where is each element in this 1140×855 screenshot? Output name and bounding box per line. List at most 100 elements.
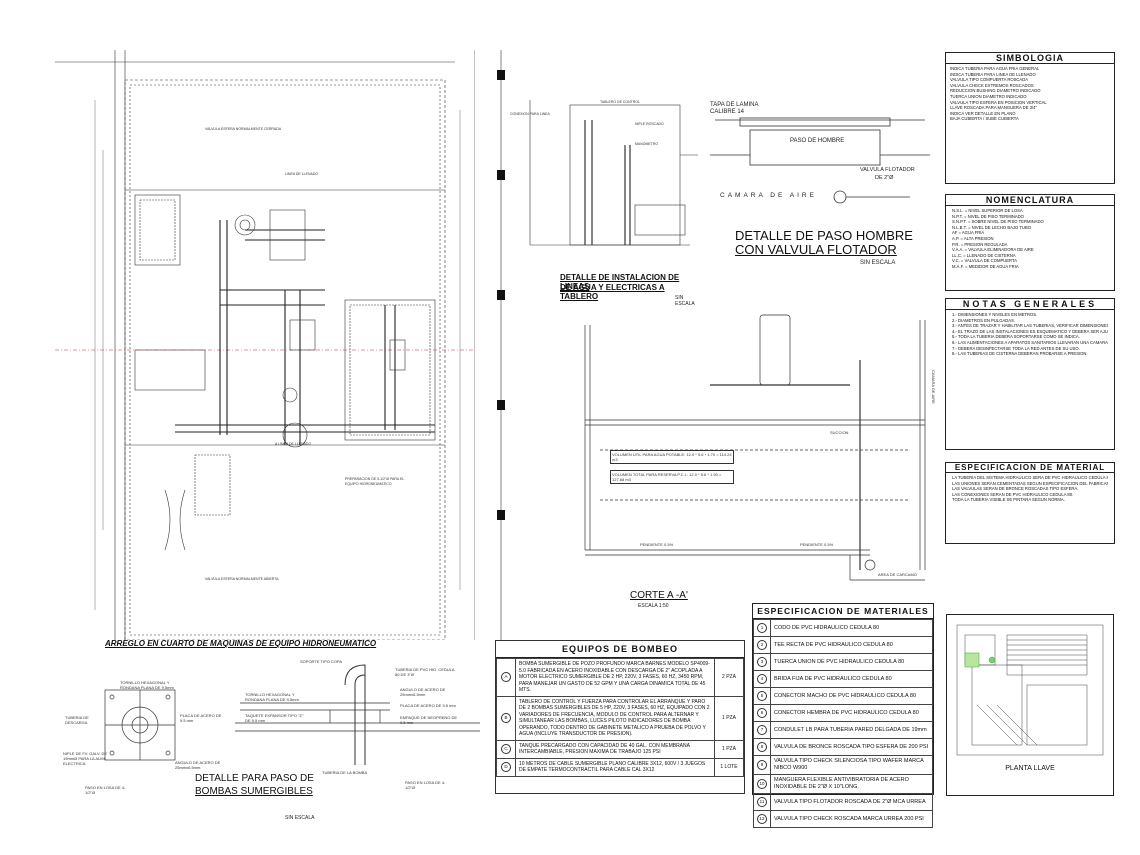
nota-item: 5.- TODA LA TUBERIA DEBERA SOPORTARSE CO… — [952, 334, 1080, 340]
nomenclatura-item: N.P.T. = NIVEL DE PISO TERMINADO — [952, 213, 1024, 219]
bombas-angulo-2: ANGULO DE ACERO DE 25mmx6.5mm — [400, 687, 446, 697]
material-description: CONECTOR MACHO DE PVC HIDRAULICO CEDULA … — [770, 687, 933, 705]
espec-material-panel: ESPECIFICACION DE MATERIAL LA TUBERIA DE… — [945, 462, 1115, 544]
bombas-tornillo: TORNILLO HEXAGONAL Y RONDANA PLANA DE 9.… — [120, 680, 174, 690]
simbologia-panel: SIMBOLOGIA INDICA TUBERIA PARA AGUA FRIA… — [945, 52, 1115, 184]
nomenclatura-item: AF = AGUA FRIA — [952, 230, 985, 236]
espec-material-item: LA TUBERIA DEL SISTEMA HIDRAULICO SERA D… — [952, 475, 1108, 480]
bombas-paso-losa: PASO EN LOSA DE 4-1/2"Ø — [85, 785, 126, 795]
nomenclatura-item: P.R. = PRESION REGULADA — [952, 241, 1008, 247]
bombas-placa-2: PLACA DE ACERO DE 9.5 mm — [400, 703, 456, 708]
nota-item: 1.- DIMENSIONES Y NIVELES EN METROS. — [952, 312, 1038, 317]
svg-text:A LINEA DE LLENADO: A LINEA DE LLENADO — [275, 442, 311, 446]
bombas-taquete: TAQUETE EXPANSOR TIPO "Z" DE 9.5 mm — [245, 713, 304, 723]
espec-material-item: LAS CONEXIONES SERAN DE PVC HIDRAULICO C… — [952, 491, 1074, 497]
paso-valvula: VALVULA FLOTADOR — [860, 167, 915, 173]
material-description: TEE RECTA DE PVC HIDRAULICO CEDULA 80 — [770, 636, 933, 654]
bombas-title-2: BOMBAS SUMERGIBLES — [195, 786, 313, 797]
bombas-tuberia-pvc: TUBERIA DE PVC HID. CEDULA 80 DE 3"Ø — [395, 667, 455, 677]
material-description: MANGUERA FLEXIBLE ANTIVIBRATORIA DE ACER… — [770, 774, 933, 794]
simbologia-item: VALVULA TIPO ESFERA EN POSICION VERTICAL — [950, 99, 1047, 105]
equipo-description: BOMBA SUMERGIBLE DE POZO PROFUNDO MARCA … — [515, 658, 715, 697]
svg-text:LINEA DE LLENADO: LINEA DE LLENADO — [285, 172, 318, 176]
notas-list: 1.- DIMENSIONES Y NIVELES EN METROS.2.- … — [946, 310, 1114, 359]
install-title-2: DE AGUA Y ELECTRICAS A TABLERO — [560, 283, 665, 301]
paso-camara: CAMARA DE AIRE — [720, 192, 817, 199]
svg-text:MANOMETRO: MANOMETRO — [635, 142, 658, 146]
corte-scale: ESCALA 1:50 — [638, 603, 669, 609]
bombas-detail: SOPORTE TIPO COPA TORNILLO HEXAGONAL Y R… — [60, 655, 490, 825]
svg-text:VALVULA ESFERA NORMALMENTE ABI: VALVULA ESFERA NORMALMENTE ABIERTA — [205, 577, 279, 581]
material-number: 9 — [757, 760, 767, 770]
nomenclatura-item: N.S.L. = NIVEL SUPERIOR DE LOSA — [952, 208, 1023, 213]
material-description: BRIDA FIJA DE PVC HIDRAULICO CEDULA 80 — [770, 670, 933, 688]
notas-title: NOTAS GENERALES — [946, 299, 1114, 310]
corte-volumen-total: VOLUMEN TOTAL PARA RESERVA P.C.I.: 12.0 … — [610, 470, 734, 484]
material-number: 1 — [757, 623, 767, 633]
bombas-paso-losa-2: PASO EN LOSA DE 4-1/2"Ø — [405, 780, 446, 790]
nota-item: 8.- LAS TUBERIAS DE CISTERNA DEBERAN PRO… — [952, 351, 1088, 357]
installation-drawing: CONEXION PARA LINEA TABLERO DE CONTROL N… — [510, 100, 698, 246]
svg-text:PREPARACION DE 3-1/2"Ø PARA EL: PREPARACION DE 3-1/2"Ø PARA EL — [345, 477, 404, 481]
material-number: 4 — [757, 674, 767, 684]
bombas-tornillo-2: TORNILLO HEXAGONAL Y RONDANA PLANA DE 9.… — [245, 692, 299, 702]
svg-text:VALVULA ESFERA NORMALMENTE CER: VALVULA ESFERA NORMALMENTE CERRADA — [205, 127, 282, 131]
material-description: VALVULA TIPO CHECK ROSCADA MARCA URREA 2… — [770, 810, 933, 828]
material-description: VALVULA DE BRONCE ROSCADA TIPO ESFERA DE… — [770, 738, 933, 756]
bombas-drawing: SOPORTE TIPO COPA — [104, 659, 480, 765]
nomenclatura-item: S.N.P.T. = SOBRE NIVEL DE PISO TERMINADO — [952, 219, 1044, 225]
simbologia-item: TUERCA UNION DIAMETRO INDICADO — [950, 93, 1027, 99]
material-number: 6 — [757, 708, 767, 718]
bombas-tuberia-desc: TUBERIA DE DESCARGA — [65, 715, 89, 725]
espec-material-item: TODA LA TUBERIA VISIBLE SE PINTARA SEGUN… — [952, 497, 1065, 503]
simbologia-title: SIMBOLOGIA — [946, 53, 1114, 64]
corte-succion: SUCCION — [830, 430, 849, 435]
material-number: 3 — [757, 657, 767, 667]
nota-item: 6.- LAS ALIMENTACIONES A APARATOS SANITA… — [952, 339, 1108, 345]
material-number: 10 — [757, 779, 767, 789]
material-number: 8 — [757, 742, 767, 752]
simbologia-item: VALVULA CHECK EXTREMOS ROSCADOS — [950, 82, 1034, 88]
material-description: TUERCA UNION DE PVC HIDRAULICO CEDULA 80 — [770, 653, 933, 671]
machine-room-drawing: VALVULA ESFERA NORMALMENTE CERRADA LINEA… — [55, 50, 476, 641]
svg-text:TABLERO DE CONTROL: TABLERO DE CONTROL — [600, 100, 640, 104]
paso-hombre-detail: TAPA DE LAMINA CALIBRE 14 PASO DE HOMBRE… — [710, 100, 935, 270]
paso-title-2: CON VALVULA FLOTADOR — [735, 242, 897, 257]
install-scale: SIN ESCALA — [675, 295, 695, 307]
espec-materiales-title: ESPECIFICACION DE MATERIALES — [753, 604, 933, 619]
nota-item: 3.- ANTES DE TRAZAR Y HABILITAR LAS TUBE… — [952, 323, 1108, 329]
paso-tapa: TAPA DE LAMINA — [710, 102, 759, 108]
corte-section: VOLUMEN UTIL PARA AGUA POTABLE: 12.0 * 5… — [510, 310, 940, 610]
svg-text:CONEXION PARA LINEA: CONEXION PARA LINEA — [510, 112, 550, 116]
material-number: 5 — [757, 691, 767, 701]
material-number: 12 — [757, 814, 767, 824]
simbologia-item: REDUCCION BUSHING DIAMETRO INDICADO — [950, 88, 1041, 94]
nomenclatura-item: M.A.F. = MEDIDOR DE AGUA FRIA — [952, 263, 1019, 269]
simbologia-item: BAJA CUBIERTA / SUBE CUBIERTA — [950, 116, 1019, 122]
svg-text:SOPORTE TIPO COPA: SOPORTE TIPO COPA — [300, 659, 342, 664]
machine-room-plan: VALVULA ESFERA NORMALMENTE CERRADA LINEA… — [55, 50, 476, 648]
corte-camara: CAMARA DE AIRE — [931, 370, 936, 404]
svg-text:NIPLE ROSCADO: NIPLE ROSCADO — [635, 122, 664, 126]
corte-carcamo: AREA DE CARCAMO — [878, 572, 917, 577]
simbologia-item: VALVULA TIPO COMPUERTA ROSCADA — [950, 77, 1029, 83]
planta-llave-title: PLANTA LLAVE — [1005, 765, 1055, 772]
equipo-qty: 2 PZA — [714, 658, 744, 697]
